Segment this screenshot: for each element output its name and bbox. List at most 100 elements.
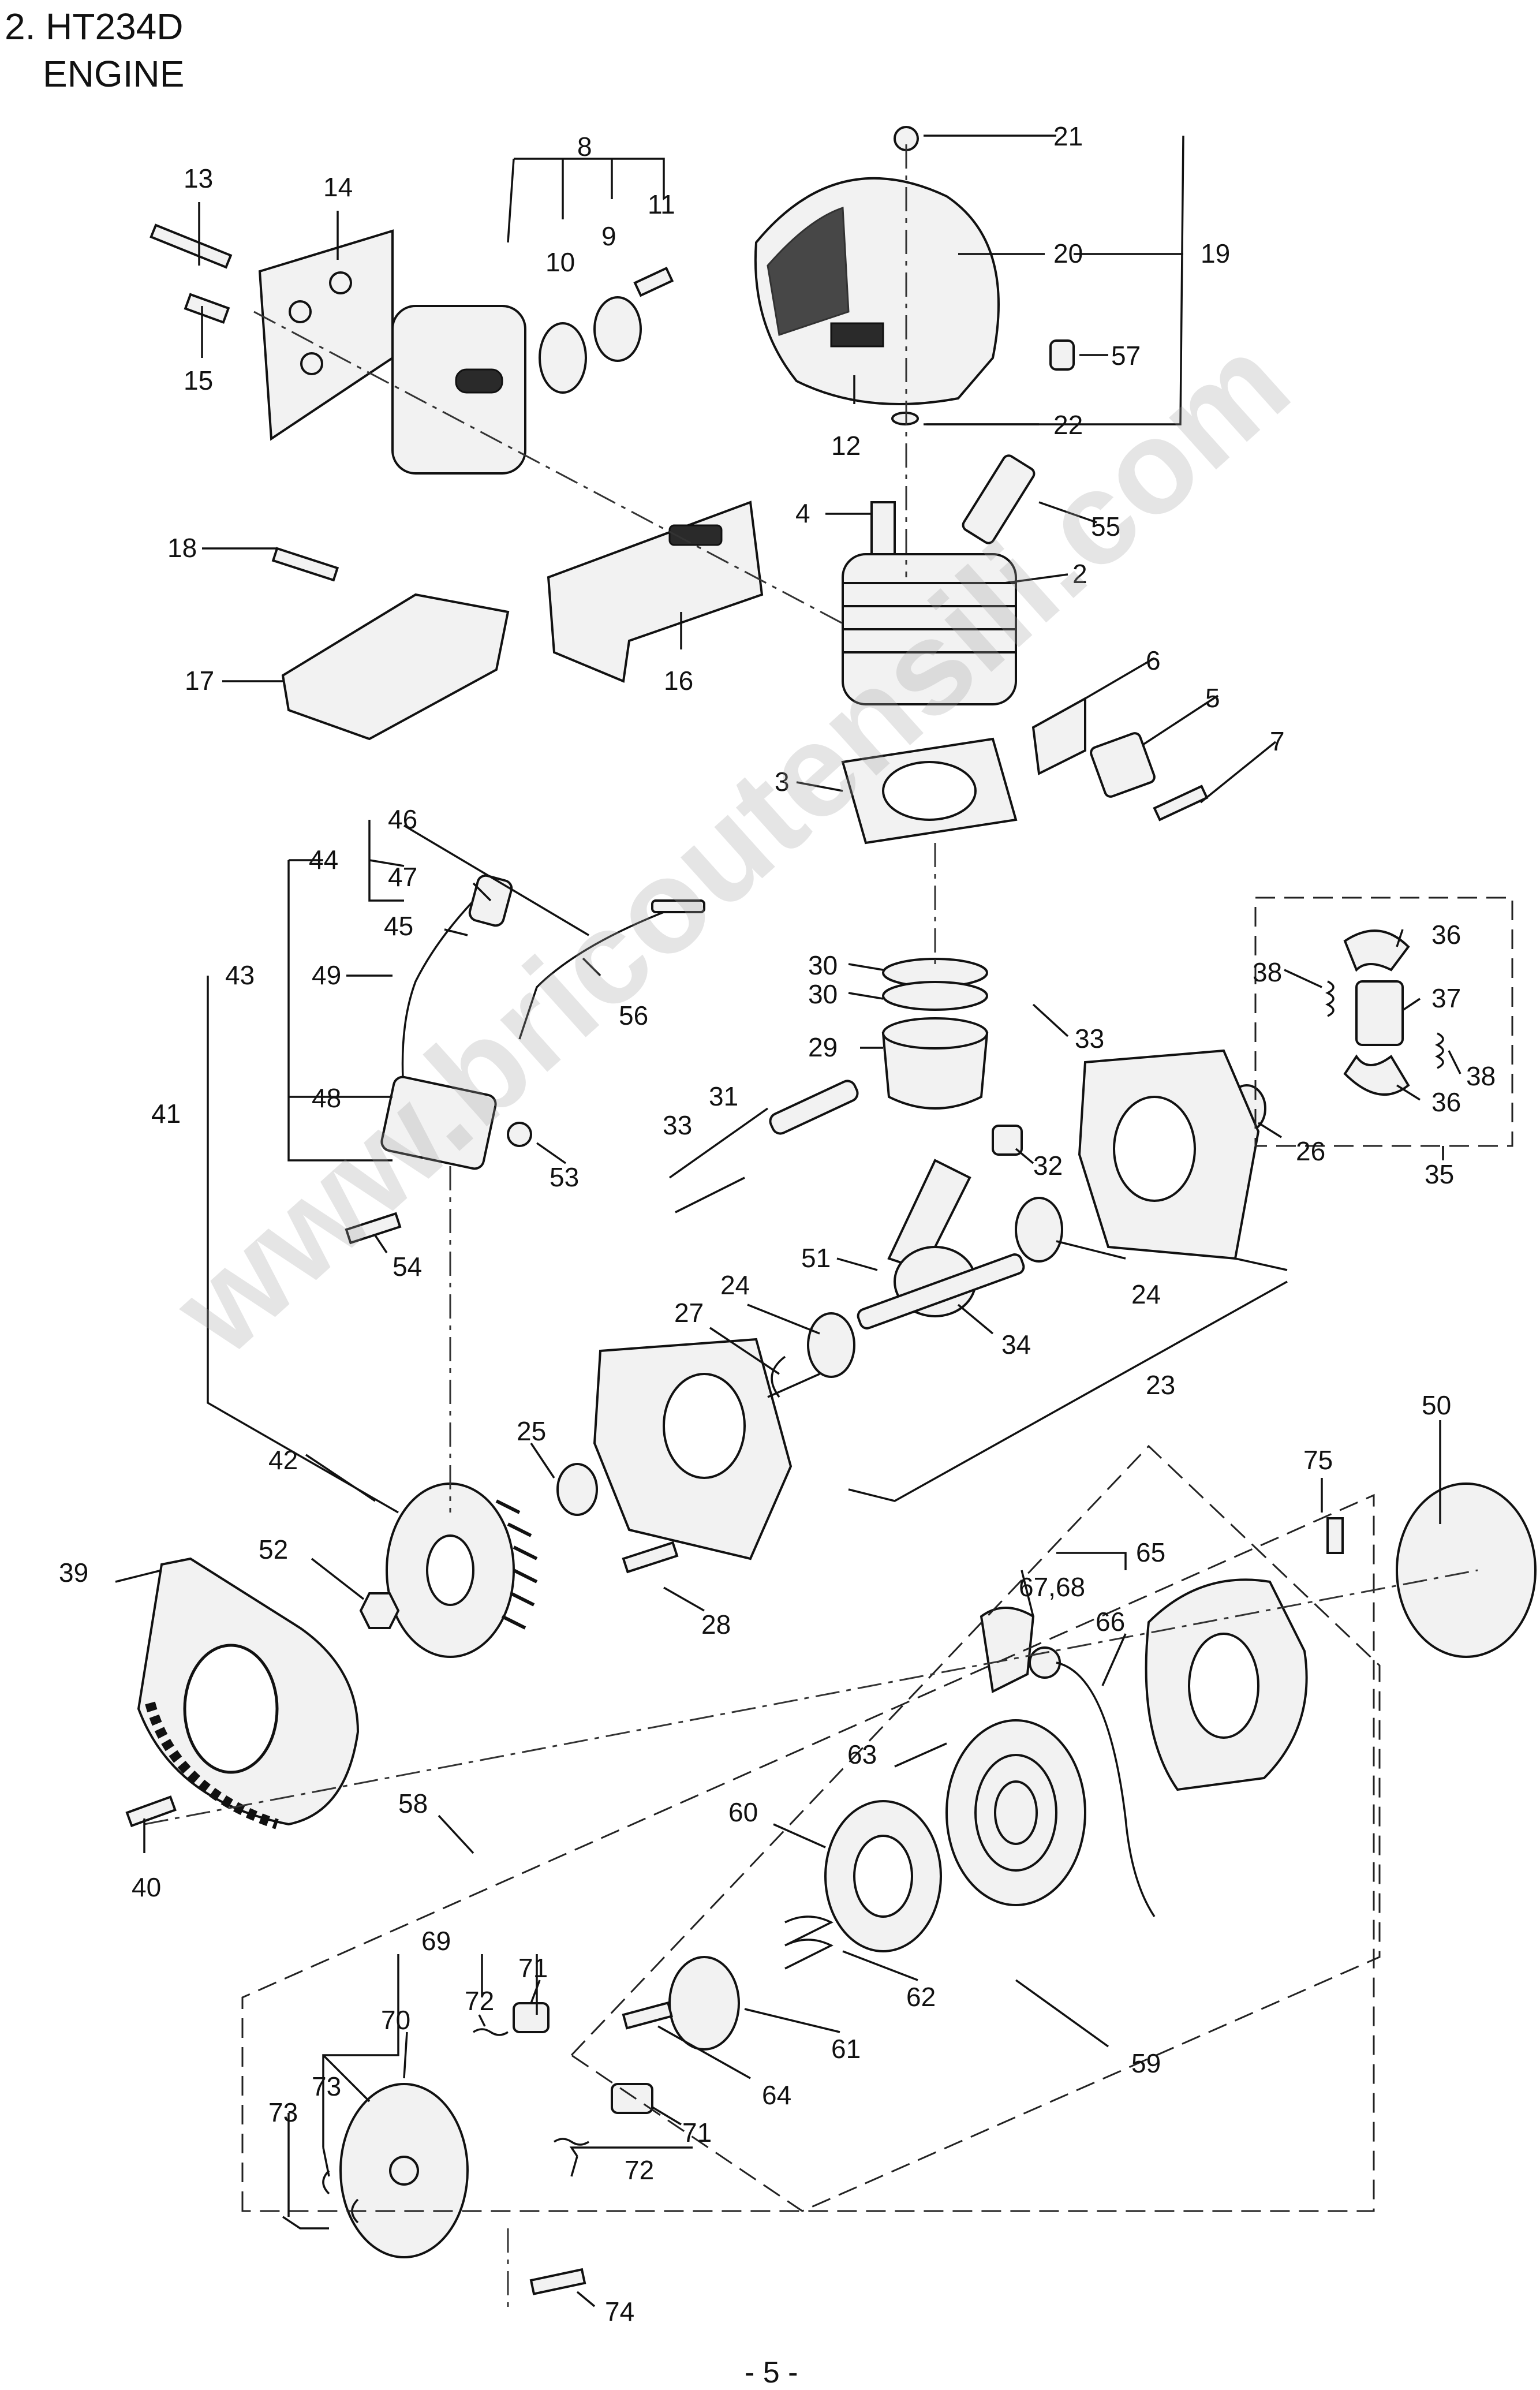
callout-43: 43 bbox=[225, 960, 255, 990]
section-title: 2. HT234D bbox=[5, 6, 184, 47]
callout-70: 70 bbox=[381, 2005, 410, 2035]
callout-73a: 73 bbox=[312, 2071, 341, 2101]
clip-57 bbox=[1049, 339, 1075, 371]
callout-18: 18 bbox=[167, 533, 197, 563]
callout-75: 75 bbox=[1303, 1445, 1333, 1475]
callout-31: 31 bbox=[709, 1081, 738, 1111]
callout-60: 60 bbox=[728, 1797, 758, 1827]
section-subtitle: ENGINE bbox=[43, 53, 185, 95]
recoil-spring bbox=[945, 1719, 1086, 1906]
callout-71b: 71 bbox=[682, 2118, 712, 2148]
callout-30b: 30 bbox=[808, 979, 838, 1009]
spacer-53 bbox=[507, 1122, 532, 1147]
callout-12: 12 bbox=[831, 431, 861, 461]
piston-crank-assembly bbox=[556, 958, 1266, 1574]
piston-top bbox=[882, 1017, 988, 1050]
axis-muffler bbox=[253, 311, 843, 625]
callout-72a: 72 bbox=[465, 1986, 494, 2016]
callout-49: 49 bbox=[312, 960, 341, 990]
cylinder-assembly bbox=[754, 126, 1209, 845]
bolt-11 bbox=[633, 266, 674, 297]
bolt-7 bbox=[1153, 785, 1209, 821]
callout-30a: 30 bbox=[808, 950, 838, 980]
muffler-outlet bbox=[455, 368, 503, 394]
bolt-28 bbox=[622, 1541, 679, 1574]
pawl-71a bbox=[513, 2002, 550, 2033]
group-box-59 bbox=[570, 1444, 1381, 2212]
stop-wire bbox=[518, 911, 664, 1040]
spring-72b bbox=[554, 2138, 589, 2146]
callout-8: 8 bbox=[577, 132, 592, 162]
callout-53: 53 bbox=[550, 1162, 579, 1192]
callout-40: 40 bbox=[132, 1872, 161, 1902]
callout-28: 28 bbox=[701, 1609, 731, 1640]
callout-55: 55 bbox=[1091, 511, 1120, 542]
bearing-24a bbox=[807, 1312, 855, 1378]
clutch-shoe-group bbox=[1325, 929, 1444, 1096]
callout-33b: 33 bbox=[663, 1110, 692, 1140]
callout-29: 29 bbox=[808, 1032, 838, 1062]
bolt-15 bbox=[184, 293, 230, 324]
callout-72b: 72 bbox=[625, 2155, 654, 2185]
callout-14: 14 bbox=[323, 172, 353, 202]
pawl-71b bbox=[611, 2083, 653, 2114]
group-box-58 bbox=[241, 1493, 1375, 2212]
callout-22: 22 bbox=[1053, 410, 1083, 440]
callout-33a: 33 bbox=[1075, 1024, 1104, 1054]
callout-48: 48 bbox=[312, 1083, 341, 1113]
callout-10: 10 bbox=[545, 247, 575, 277]
callout-64: 64 bbox=[762, 2080, 791, 2110]
callout-17: 17 bbox=[185, 666, 214, 696]
plate-hole bbox=[329, 271, 352, 294]
recoil-starter-group bbox=[322, 1482, 1537, 2295]
muffler-plate bbox=[258, 229, 394, 441]
callout-51: 51 bbox=[801, 1243, 831, 1273]
callout-6: 6 bbox=[1146, 645, 1161, 675]
piston-pin bbox=[769, 1080, 859, 1135]
callout-45: 45 bbox=[384, 911, 413, 941]
callout-38b: 38 bbox=[1466, 1061, 1496, 1091]
callout-26: 26 bbox=[1296, 1136, 1325, 1166]
callout-41: 41 bbox=[151, 1099, 181, 1129]
bolt-40 bbox=[125, 1795, 177, 1828]
oil-seal-25 bbox=[556, 1463, 598, 1516]
starter-rope bbox=[1056, 1661, 1156, 1917]
washer-22 bbox=[891, 412, 919, 425]
callout-21: 21 bbox=[1053, 121, 1083, 151]
piston bbox=[881, 1032, 989, 1110]
spark-plug bbox=[962, 454, 1036, 544]
cap-50 bbox=[1396, 1482, 1537, 1658]
gasket-10 bbox=[539, 322, 587, 394]
callout-19: 19 bbox=[1201, 238, 1230, 268]
callout-7: 7 bbox=[1270, 726, 1285, 756]
callout-20: 20 bbox=[1053, 238, 1083, 268]
callout-61: 61 bbox=[831, 2034, 861, 2064]
crankshaft bbox=[857, 1253, 1025, 1330]
flywheel-group bbox=[125, 1482, 538, 1829]
callout-42: 42 bbox=[268, 1445, 298, 1475]
ignition-coil bbox=[380, 1076, 497, 1170]
callout-69: 69 bbox=[421, 1926, 451, 1956]
wire-terminal bbox=[651, 899, 705, 913]
clutch-carrier-37 bbox=[1355, 980, 1404, 1046]
callout-46: 46 bbox=[388, 804, 417, 834]
callout-13: 13 bbox=[184, 163, 213, 193]
callout-25: 25 bbox=[517, 1416, 546, 1446]
bolt-54 bbox=[345, 1212, 402, 1245]
callout-27: 27 bbox=[674, 1298, 704, 1328]
callout-38a: 38 bbox=[1253, 957, 1282, 987]
shoe-36b bbox=[1343, 1054, 1410, 1096]
callout-47: 47 bbox=[388, 862, 417, 892]
callout-63: 63 bbox=[847, 1739, 877, 1769]
shoe-36a bbox=[1343, 929, 1410, 972]
callout-57: 57 bbox=[1111, 341, 1141, 371]
callout-44: 44 bbox=[309, 845, 338, 875]
shield-window bbox=[668, 524, 723, 546]
callout-35: 35 bbox=[1425, 1159, 1454, 1189]
piston-ring bbox=[882, 981, 988, 1011]
callout-36a: 36 bbox=[1431, 920, 1461, 950]
group-box-35 bbox=[1254, 897, 1513, 1147]
callout-34: 34 bbox=[1001, 1330, 1031, 1360]
callout-24a: 24 bbox=[720, 1270, 750, 1300]
